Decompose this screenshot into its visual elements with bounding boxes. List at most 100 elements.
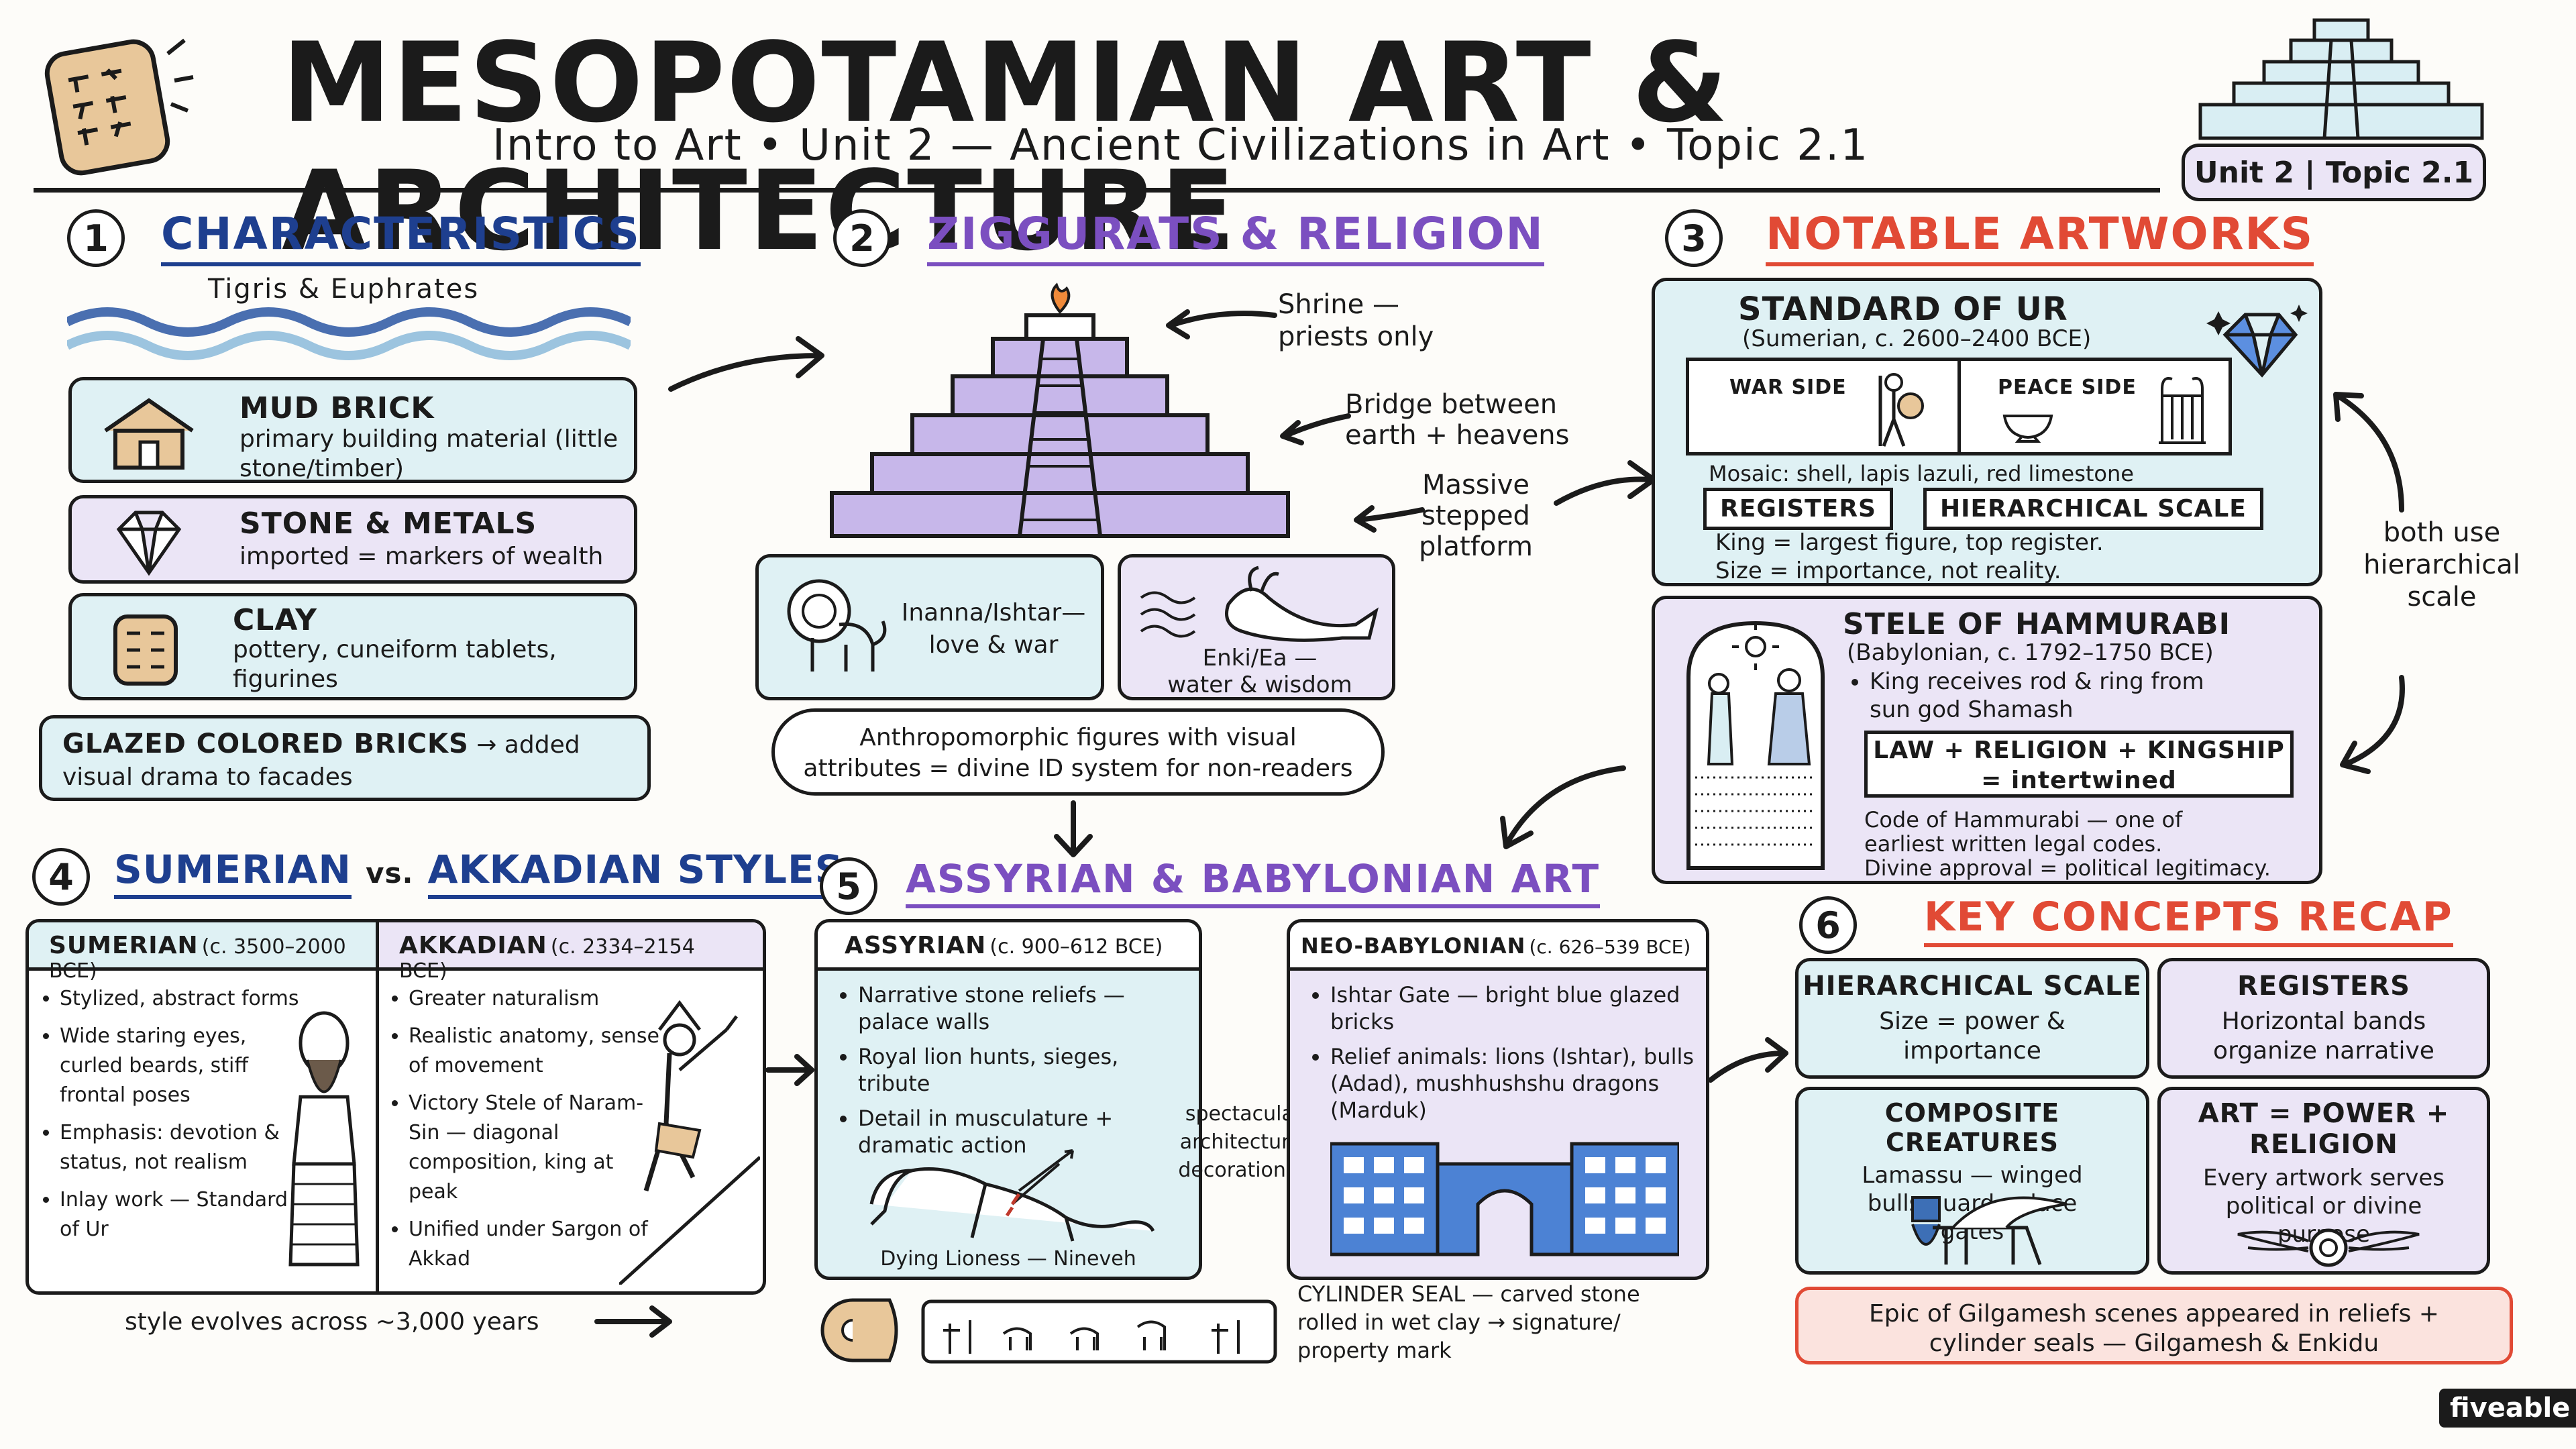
section-number-6: 6 <box>1799 896 1857 954</box>
recap-card-art-power: ART = POWER + RELIGION Every artwork ser… <box>2157 1087 2490 1275</box>
ur-sides-box: WAR SIDE PEACE SIDE <box>1686 358 2232 455</box>
winged-disc-icon <box>2237 1228 2420 1267</box>
tag-hierarchical-scale: HIERARCHICAL SCALE <box>1923 488 2263 530</box>
neo-label: NEO-BABYLONIAN <box>1301 933 1526 959</box>
unit-topic-badge: Unit 2 | Topic 2.1 <box>2182 144 2486 201</box>
zig-note-shrine: Shrine — priests only <box>1278 289 1434 352</box>
lioness-caption: Dying Lioness — Nineveh <box>880 1247 1136 1271</box>
god-name: Inanna/Ishtar— <box>901 599 1086 627</box>
hammurabi-note-2: earliest written legal codes. <box>1864 831 2163 857</box>
cylinder-seal-icon <box>816 1293 1279 1367</box>
lapis-gem-icon <box>2206 305 2308 378</box>
goat-fish-icon <box>1140 566 1379 642</box>
law-box-line-2: = intertwined <box>1981 767 2177 794</box>
neo-item: Ishtar Gate — bright blue glazed bricks <box>1330 981 1706 1035</box>
assyrian-item: Detail in musculature + dramatic action <box>858 1105 1193 1159</box>
section-title-assyrian: ASSYRIAN & BABYLONIAN ART <box>906 856 1601 908</box>
styles-comparison-table: SUMERIAN (c. 3500–2000 BCE) AKKADIAN (c.… <box>25 919 766 1295</box>
card-text: imported = markers of wealth <box>239 543 604 570</box>
neo-list: Ishtar Gate — bright blue glazed bricks … <box>1310 981 1706 1132</box>
section-title-styles: SUMERIAN vs. AKKADIAN STYLES <box>114 847 844 899</box>
sumerian-item: Emphasis: devotion & status, not realism <box>60 1118 301 1177</box>
hammurabi-title: STELE OF HAMMURABI <box>1843 607 2231 641</box>
peace-side-label: PEACE SIDE <box>1998 376 2137 399</box>
card-standard-of-ur: STANDARD OF UR (Sumerian, c. 2600–2400 B… <box>1652 278 2322 586</box>
hammurabi-bullets: King receives rod & ring from sun god Sh… <box>1849 667 2245 732</box>
card-stone-metals: STONE & METALS imported = markers of wea… <box>68 495 637 584</box>
akkadian-item: Victory Stele of Naram-Sin — diagonal co… <box>409 1089 663 1207</box>
fiveable-logo: fiveable <box>2439 1389 2576 1428</box>
assyrian-item: Narrative stone reliefs — palace walls <box>858 981 1193 1035</box>
akkadian-list: Greater naturalism Realistic anatomy, se… <box>388 984 663 1282</box>
ur-note-1: King = largest figure, top register. <box>1715 529 2104 556</box>
lion-icon <box>787 579 887 672</box>
section-title-text: CHARACTERISTICS <box>161 208 641 266</box>
gem-icon <box>116 511 182 576</box>
recap-card-composite: COMPOSITE CREATURES Lamassu — winged bul… <box>1795 1087 2149 1275</box>
sumerian-item: Stylized, abstract forms <box>60 984 301 1014</box>
card-title: MUD BRICK <box>239 391 435 425</box>
decoration-note: spectacular architectural decoration → <box>1178 1102 1309 1182</box>
akkadian-king-icon <box>619 1000 760 1285</box>
recap-title: REGISTERS <box>2237 971 2410 1002</box>
section-number-1: 1 <box>67 209 125 267</box>
assyrian-header: ASSYRIAN (c. 900–612 BCE) <box>818 922 1199 971</box>
sumerian-item: Inlay work — Standard of Ur <box>60 1185 301 1244</box>
sides-divider <box>1957 361 1961 452</box>
gods-summary: Anthropomorphic figures with visual attr… <box>771 708 1385 796</box>
recap-title: HIERARCHICAL SCALE <box>1803 971 2142 1002</box>
god-card-inanna: Inanna/Ishtar— love & war <box>755 554 1104 700</box>
page-subtitle: Intro to Art • Unit 2 — Ancient Civiliza… <box>492 121 1870 170</box>
sumerian-list: Stylized, abstract forms Wide staring ey… <box>40 984 301 1252</box>
arrow-icon <box>1500 765 1626 849</box>
section-title-ziggurats: ZIGGURATS & RELIGION <box>927 208 1544 266</box>
styles-title-a: SUMERIAN <box>114 847 352 899</box>
law-religion-box: LAW + RELIGION + KINGSHIP = intertwined <box>1864 731 2294 798</box>
ur-mosaic: Mosaic: shell, lapis lazuli, red limesto… <box>1709 461 2134 486</box>
section-number-2: 2 <box>833 209 891 267</box>
arrow-icon <box>594 1305 672 1338</box>
recap-title: ART = POWER + RELIGION <box>2198 1098 2450 1160</box>
god-desc: water & wisdom <box>1167 672 1352 698</box>
section-title-text: ASSYRIAN & BABYLONIAN ART <box>906 856 1601 908</box>
tablet-logo-icon <box>34 27 195 181</box>
sumerian-header: SUMERIAN (c. 3500–2000 BCE) <box>29 922 379 983</box>
tag-registers: REGISTERS <box>1703 488 1893 530</box>
header-rule <box>34 188 2160 193</box>
card-text: GLAZED COLORED BRICKS → added visual dra… <box>62 728 639 794</box>
section-title-text: NOTABLE ARTWORKS <box>1766 208 2314 266</box>
section-title-artworks: NOTABLE ARTWORKS <box>1766 208 2314 266</box>
dying-lioness-icon <box>869 1149 1155 1242</box>
lamassu-icon <box>1911 1196 2068 1265</box>
styles-title-b: AKKADIAN STYLES <box>427 847 844 899</box>
arrow-icon <box>1280 413 1351 445</box>
akkadian-item: Greater naturalism <box>409 984 663 1014</box>
card-neo-babylonian: NEO-BABYLONIAN (c. 626–539 BCE) Ishtar G… <box>1287 919 1709 1280</box>
ur-title: STANDARD OF UR <box>1738 290 2068 328</box>
section-title-recap: KEY CONCEPTS RECAP <box>1924 894 2453 947</box>
section-title-text: ZIGGURATS & RELIGION <box>927 208 1544 266</box>
akkadian-date: (c. 2334–2154 BCE) <box>399 935 695 983</box>
zig-note-platform: Massive stepped platform <box>1419 470 1533 562</box>
assyrian-date: (c. 900–612 BCE) <box>989 935 1163 959</box>
arrow-icon <box>2340 675 2405 774</box>
river-waves-icon <box>64 295 633 369</box>
ziggurat-logo-icon <box>2180 13 2502 148</box>
recap-card-hierarchical: HIERARCHICAL SCALE Size = power & import… <box>1795 958 2149 1079</box>
sumerian-item: Wide staring eyes, curled beards, stiff … <box>60 1022 301 1110</box>
arrow-icon <box>1708 1037 1788 1083</box>
section-title-characteristics: CHARACTERISTICS <box>161 208 641 266</box>
stele-icon <box>1686 621 1825 870</box>
lyre-icon <box>2159 377 2206 444</box>
zig-note-bridge: Bridge between earth + heavens <box>1345 389 1570 451</box>
assyrian-label: ASSYRIAN <box>845 932 987 959</box>
arrow-icon <box>1054 800 1093 857</box>
hammurabi-note-1: Code of Hammurabi — one of <box>1864 807 2183 833</box>
recap-title: COMPOSITE CREATURES <box>1884 1098 2060 1157</box>
akkadian-header: AKKADIAN (c. 2334–2154 BCE) <box>379 922 763 983</box>
god-name: Enki/Ea — <box>1202 645 1318 672</box>
card-title: GLAZED COLORED BRICKS <box>62 729 469 759</box>
hammurabi-date: (Babylonian, c. 1792–1750 BCE) <box>1847 639 2214 666</box>
card-assyrian: ASSYRIAN (c. 900–612 BCE) Narrative ston… <box>814 919 1202 1280</box>
bowl-icon <box>2002 415 2053 443</box>
